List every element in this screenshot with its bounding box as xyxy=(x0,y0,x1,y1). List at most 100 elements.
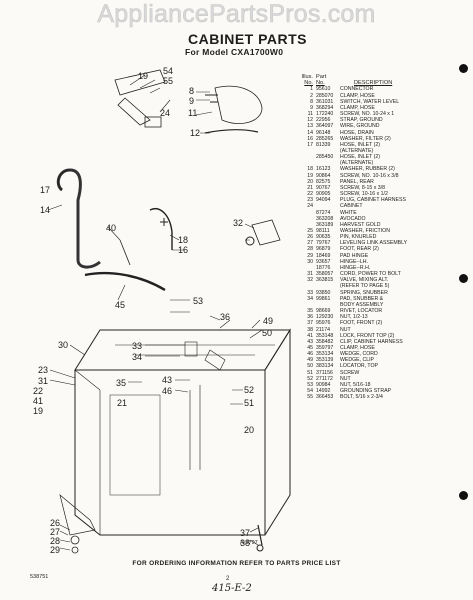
parts-cell-part: 93850 xyxy=(316,289,331,296)
parts-cell-part: 98669 xyxy=(316,308,331,315)
parts-cell-part: 98111 xyxy=(316,228,330,234)
callout-53: 53 xyxy=(193,296,204,306)
page-number: 2 xyxy=(226,576,230,582)
callout-33: 33 xyxy=(132,341,143,351)
parts-cell-desc: LOCK, FRONT TOP (2) xyxy=(340,332,395,339)
parts-cell-desc: BODY ASSEMBLY xyxy=(340,301,384,308)
callout-32: 32 xyxy=(233,218,244,228)
document-code: 538751 xyxy=(30,574,49,580)
parts-cell-part: 363189 xyxy=(316,221,334,228)
parts-cell-desc: (REFER TO PAGE 5) xyxy=(340,283,390,290)
parts-cell-illus: 14 xyxy=(307,129,313,136)
parts-cell-desc: LEVELING LINK ASSEMBLY xyxy=(340,240,408,247)
parts-cell-illus: 45 xyxy=(307,344,313,351)
callout-18: 18 xyxy=(178,235,189,245)
parts-cell-desc: WEDGE, CORD xyxy=(340,351,378,358)
parts-cell-part: 364097 xyxy=(316,123,334,130)
parts-cell-desc: PAD, SNUBBER & xyxy=(340,295,384,302)
parts-cell-part: 366453 xyxy=(316,394,334,401)
parts-cell-part: 90984 xyxy=(316,381,331,388)
parts-cell-illus: 43 xyxy=(307,338,313,345)
parts-cell-desc: HOSE, INLET (2) xyxy=(340,141,380,148)
parts-cell-illus: 29 xyxy=(307,252,313,259)
parts-cell-illus: 55 xyxy=(307,394,313,401)
header-illus: Illus. xyxy=(301,74,313,80)
header-part-no: No. xyxy=(316,80,325,87)
page-subtitle: For Model CXA1700W0 xyxy=(185,47,284,57)
binder-hole-top xyxy=(459,64,468,73)
parts-cell-desc: GROUNDING STRAP xyxy=(340,388,392,395)
header-part: Part xyxy=(316,74,327,80)
callout-11: 11 xyxy=(188,108,198,118)
parts-cell-part: 371156 xyxy=(316,369,333,376)
parts-cell-part: 353148 xyxy=(316,332,334,339)
parts-cell-desc: SPRING, SNUBBER xyxy=(340,289,388,296)
callout-9: 9 xyxy=(189,96,195,106)
binder-hole-middle xyxy=(459,274,468,283)
callout-22: 22 xyxy=(33,386,44,396)
callout-21: 21 xyxy=(117,398,128,408)
parts-cell-desc: (ALTERNATE) xyxy=(340,147,374,154)
parts-cell-part: 285070 xyxy=(316,92,334,99)
parts-cell-illus: 54 xyxy=(307,388,313,395)
parts-row: (REFER TO PAGE 5) xyxy=(300,283,472,289)
cabinet-top-outline xyxy=(74,329,291,371)
parts-cell-illus: 32 xyxy=(307,277,313,284)
parts-cell-part: 14992 xyxy=(316,388,331,395)
callout-55: 55 xyxy=(163,76,174,86)
parts-cell-desc: HOSE, INLET (2) xyxy=(340,154,380,161)
callout-19b: 19 xyxy=(33,406,44,416)
parts-cell-illus: 26 xyxy=(307,234,313,241)
parts-cell-part: 172240 xyxy=(316,111,334,118)
parts-cell-desc: CONNECTOR xyxy=(340,86,374,93)
parts-cell-desc: NUT xyxy=(340,326,351,333)
parts-cell-illus: 1 xyxy=(310,86,313,93)
parts-cell-desc: PLUG, CABINET HARNESS xyxy=(340,197,406,204)
parts-cell-desc: PIN, KNURLED xyxy=(340,234,377,241)
parts-cell-part: 16123 xyxy=(316,166,331,173)
parts-cell-illus: 36 xyxy=(307,314,313,321)
parts-cell-part: 22956 xyxy=(316,117,331,124)
parts-cell-illus: 24 xyxy=(307,203,313,210)
callout-52: 52 xyxy=(244,385,255,395)
callout-51: 51 xyxy=(244,398,255,408)
parts-cell-part: 79767 xyxy=(316,240,331,247)
callout-41: 41 xyxy=(33,396,44,406)
parts-cell-desc: STRAP, GROUND xyxy=(340,117,383,124)
callout-35: 35 xyxy=(116,378,127,388)
parts-row: BODY ASSEMBLY xyxy=(300,302,472,308)
parts-cell-illus: 25 xyxy=(307,228,313,234)
parts-cell-desc: WHITE xyxy=(340,209,357,216)
figure-reference-code: A-3797 xyxy=(240,540,258,546)
page-title: CABINET PARTS xyxy=(188,31,308,47)
parts-cell-desc: CORD, POWER TO BOLT xyxy=(340,271,401,278)
parts-cell-desc: HOSE, DRAIN xyxy=(340,129,374,136)
parts-cell-part: 353134 xyxy=(316,351,334,358)
parts-cell-desc: NUT, 5/16-18 xyxy=(340,381,371,388)
parts-row: 24 CABINET xyxy=(300,203,472,209)
parts-cell-desc: CLAMP, HOSE xyxy=(340,104,375,111)
parts-cell-desc: CABINET xyxy=(340,203,363,210)
parts-cell-desc: PAD HINGE xyxy=(340,252,369,259)
parts-cell-part: 353139 xyxy=(316,357,334,364)
parts-cell-illus: 52 xyxy=(307,375,313,382)
parts-cell-desc: SCREW, NO. 10-16 x 3/8 xyxy=(340,172,399,179)
